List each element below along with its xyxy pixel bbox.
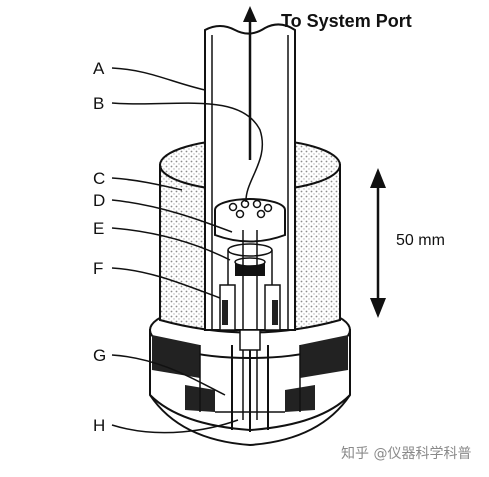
scale-arrow — [370, 168, 386, 318]
scale-label: 50 mm — [396, 232, 445, 249]
leader-a — [111, 67, 206, 91]
callout-c: C — [93, 169, 106, 188]
leader-g — [111, 354, 226, 396]
callout-d: D — [93, 191, 106, 210]
leader-h — [111, 419, 239, 434]
electrode-assembly — [219, 230, 281, 432]
callout-g: G — [93, 346, 107, 365]
leader-d — [111, 199, 233, 233]
callout-a: A — [93, 59, 105, 78]
watermark-text: 知乎 @仪器科学科普 — [341, 446, 472, 462]
perforated-cap — [214, 198, 286, 243]
port-label: To System Port — [281, 11, 412, 31]
leader-f — [111, 267, 221, 299]
leader-e — [111, 227, 231, 261]
callout-h: H — [93, 416, 106, 435]
callout-leaders — [111, 67, 264, 434]
callout-e: E — [93, 219, 105, 238]
leader-b — [111, 102, 264, 203]
callout-f: F — [93, 259, 104, 278]
leader-c — [111, 177, 183, 191]
system-port-tube — [204, 6, 296, 331]
callout-b: B — [93, 94, 105, 113]
